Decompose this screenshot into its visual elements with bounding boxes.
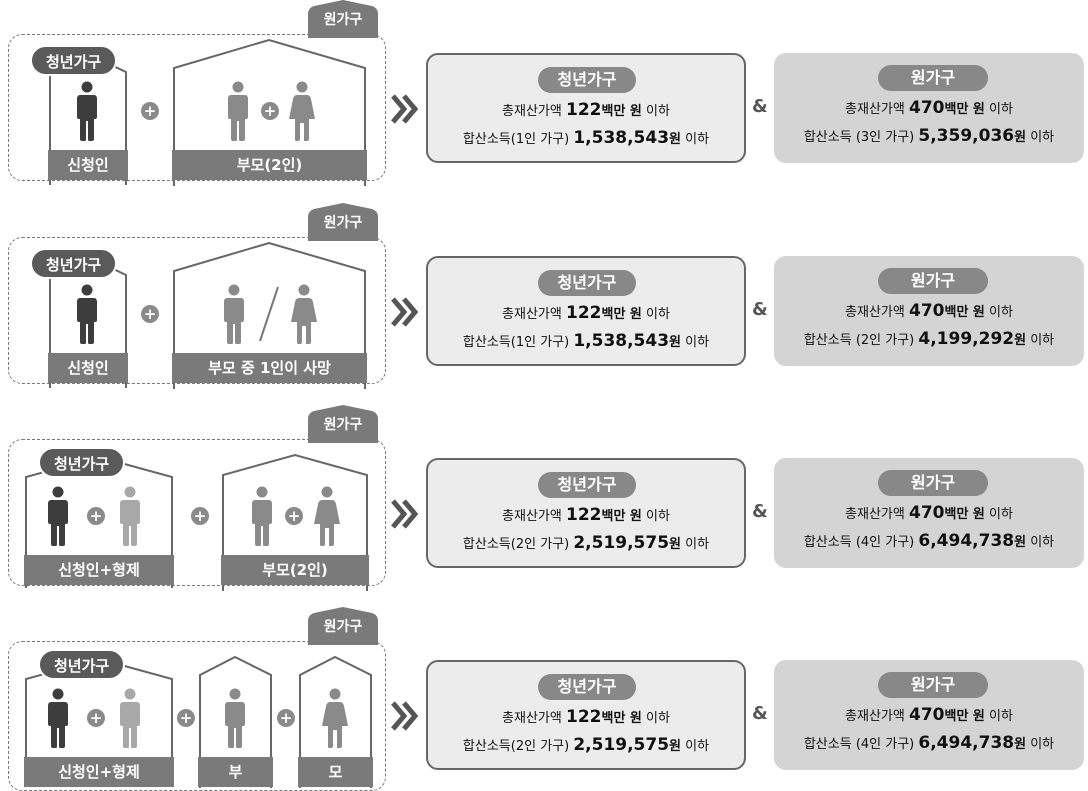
- income-limit: 합산소득 (4인 가구) 6,494,738원 이하: [803, 733, 1055, 753]
- won-box-title: 원가구: [878, 268, 988, 294]
- chevron-right-icon: [391, 94, 419, 124]
- chevron-right-icon: [391, 701, 419, 731]
- youth-household-pill: 청년가구: [38, 447, 126, 478]
- youth-box-title: 청년가구: [538, 472, 636, 498]
- applicant-sibling-label: 신청인+형제: [24, 757, 174, 787]
- household-frame: [8, 34, 386, 181]
- won-criteria-box: 원가구 총재산가액 470백만 원 이하 합산소득 (4인 가구) 6,494,…: [774, 660, 1084, 770]
- asset-limit: 총재산가액 470백만 원 이하: [845, 705, 1013, 725]
- row-4: 원가구 청년가구 + 신청인+형제 + 부 + 모 청년가구 총재산가액 122…: [0, 607, 1088, 791]
- applicant-label: 신청인: [48, 150, 128, 180]
- row-3: 원가구 청년가구 + 신청인+형제 + + 부모(2인) 청년가구 총재산가액 …: [0, 405, 1088, 591]
- youth-criteria-box: 청년가구 총재산가액 122백만 원 이하 합산소득(1인 가구) 1,538,…: [426, 256, 746, 366]
- chevron-right-icon: [391, 499, 419, 529]
- youth-household-pill: 청년가구: [30, 248, 118, 279]
- ampersand: &: [752, 501, 768, 522]
- income-limit: 합산소득 (3인 가구) 5,359,036원 이하: [803, 126, 1055, 146]
- mother-label: 모: [298, 757, 373, 787]
- father-icon: [228, 81, 248, 141]
- household-frame: [8, 439, 386, 586]
- plus-icon: +: [261, 102, 279, 120]
- won-criteria-box: 원가구 총재산가액 470백만 원 이하 합산소득 (3인 가구) 5,359,…: [774, 53, 1084, 163]
- father-label: 부: [198, 757, 273, 787]
- asset-limit: 총재산가액 122백만 원 이하: [502, 303, 670, 323]
- won-household-tab: 원가구: [300, 203, 386, 241]
- household-frame: [8, 237, 386, 384]
- parents-house: [173, 241, 366, 389]
- mother-icon: [322, 688, 348, 748]
- won-household-tab: 원가구: [300, 607, 386, 645]
- mother-icon: [289, 81, 315, 141]
- youth-box-title: 청년가구: [538, 674, 636, 700]
- father-icon: [225, 688, 245, 748]
- father-house: [199, 655, 272, 788]
- plus-icon: +: [87, 709, 105, 727]
- won-criteria-box: 원가구 총재산가액 470백만 원 이하 합산소득 (4인 가구) 6,494,…: [774, 458, 1084, 568]
- mother-icon: [314, 486, 340, 546]
- mother-house: [299, 655, 372, 788]
- asset-limit: 총재산가액 122백만 원 이하: [502, 505, 670, 525]
- applicant-label: 신청인: [48, 353, 128, 383]
- won-criteria-box: 원가구 총재산가액 470백만 원 이하 합산소득 (2인 가구) 4,199,…: [774, 256, 1084, 366]
- ampersand: &: [752, 703, 768, 724]
- youth-criteria-box: 청년가구 총재산가액 122백만 원 이하 합산소득(1인 가구) 1,538,…: [426, 53, 746, 163]
- plus-icon: +: [177, 709, 195, 727]
- income-limit: 합산소득 (4인 가구) 6,494,738원 이하: [803, 531, 1055, 551]
- plus-icon: +: [141, 102, 159, 120]
- won-household-tab: 원가구: [300, 0, 386, 38]
- row-1: 원가구 청년가구 신청인 + + 부모(2인) 청년가구 총재산가액 122백만…: [0, 0, 1088, 186]
- income-limit: 합산소득(1인 가구) 1,538,543원 이하: [462, 331, 710, 351]
- won-household-tab: 원가구: [300, 405, 386, 443]
- slash-icon: [259, 286, 279, 342]
- parents-label: 부모 중 1인이 사망: [172, 353, 367, 383]
- father-icon: [224, 284, 244, 344]
- youth-box-title: 청년가구: [538, 67, 636, 93]
- plus-icon: +: [87, 507, 105, 525]
- ampersand: &: [752, 299, 768, 320]
- parents-label: 부모(2인): [221, 555, 369, 585]
- asset-limit: 총재산가액 470백만 원 이하: [845, 503, 1013, 523]
- youth-criteria-box: 청년가구 총재산가액 122백만 원 이하 합산소득(2인 가구) 2,519,…: [426, 458, 746, 568]
- income-limit: 합산소득 (2인 가구) 4,199,292원 이하: [803, 329, 1055, 349]
- mother-icon: [291, 284, 317, 344]
- income-limit: 합산소득(1인 가구) 1,538,543원 이하: [462, 128, 710, 148]
- won-box-title: 원가구: [878, 65, 988, 91]
- asset-limit: 총재산가액 122백만 원 이하: [502, 100, 670, 120]
- ampersand: &: [752, 96, 768, 117]
- applicant-person-icon: [77, 284, 97, 344]
- youth-criteria-box: 청년가구 총재산가액 122백만 원 이하 합산소득(2인 가구) 2,519,…: [426, 660, 746, 770]
- parents-house: [173, 38, 366, 186]
- applicant-person-icon: [77, 81, 97, 141]
- youth-household-pill: 청년가구: [30, 45, 118, 76]
- youth-household-pill: 청년가구: [38, 649, 126, 680]
- sibling-icon: [120, 486, 140, 546]
- income-limit: 합산소득(2인 가구) 2,519,575원 이하: [462, 735, 710, 755]
- father-icon: [252, 486, 272, 546]
- asset-limit: 총재산가액 122백만 원 이하: [502, 707, 670, 727]
- chevron-right-icon: [391, 297, 419, 327]
- won-box-title: 원가구: [878, 672, 988, 698]
- plus-icon: +: [191, 507, 209, 525]
- applicant-person-icon: [48, 688, 68, 748]
- asset-limit: 총재산가액 470백만 원 이하: [845, 98, 1013, 118]
- won-box-title: 원가구: [878, 470, 988, 496]
- parents-label: 부모(2인): [172, 150, 367, 180]
- plus-icon: +: [277, 709, 295, 727]
- applicant-person-icon: [48, 486, 68, 546]
- youth-box-title: 청년가구: [538, 270, 636, 296]
- parents-house: [222, 453, 368, 591]
- asset-limit: 총재산가액 470백만 원 이하: [845, 301, 1013, 321]
- sibling-icon: [120, 688, 140, 748]
- plus-icon: +: [141, 305, 159, 323]
- plus-icon: +: [285, 507, 303, 525]
- income-limit: 합산소득(2인 가구) 2,519,575원 이하: [462, 533, 710, 553]
- applicant-sibling-label: 신청인+형제: [24, 555, 174, 585]
- row-2: 원가구 청년가구 신청인 + 부모 중 1인이 사망 청년가구 총재산가액 12…: [0, 203, 1088, 389]
